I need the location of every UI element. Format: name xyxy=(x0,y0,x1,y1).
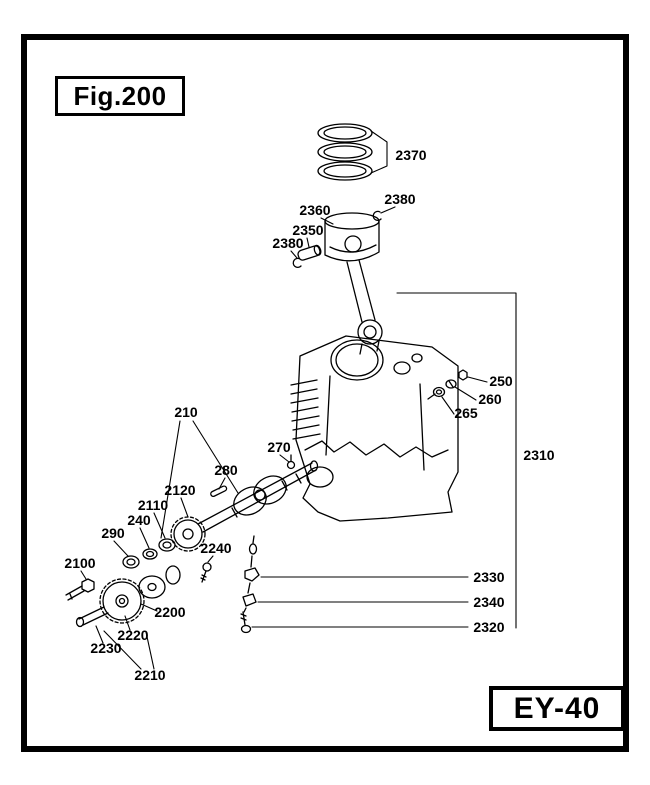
leader-lines xyxy=(80,130,517,670)
camshaft-drawing xyxy=(75,565,181,628)
pin-clip-right-drawing xyxy=(372,210,382,222)
part-label-265: 265 xyxy=(454,405,478,421)
part-label-2320: 2320 xyxy=(473,619,504,635)
part-label-2380-b: 2380 xyxy=(272,235,303,251)
part-label-2120: 2120 xyxy=(164,482,195,498)
part-label-2220: 2220 xyxy=(117,627,148,643)
key-280-drawing xyxy=(210,485,228,498)
part-label-270: 270 xyxy=(267,439,291,455)
connecting-rod-drawing xyxy=(346,259,383,355)
part-label-2210: 2210 xyxy=(134,667,165,683)
figure-number: Fig.200 xyxy=(73,80,167,111)
figure-number-box: Fig.200 xyxy=(55,76,185,116)
cylinder-block-drawing xyxy=(290,335,459,522)
piston-pin-drawing xyxy=(297,244,322,261)
piston-drawing xyxy=(324,212,380,262)
part-label-240: 240 xyxy=(127,512,151,528)
part-label-260: 260 xyxy=(478,391,502,407)
part-label-2200: 2200 xyxy=(154,604,185,620)
part-label-290: 290 xyxy=(101,525,125,541)
part-label-2370: 2370 xyxy=(395,147,426,163)
part-2330-drawing xyxy=(244,567,260,582)
washer-240-drawing xyxy=(142,548,158,560)
crankshaft-drawing xyxy=(197,460,319,533)
part-label-2350: 2350 xyxy=(292,222,323,238)
pin-clip-left-drawing xyxy=(292,257,302,269)
nut-250-drawing xyxy=(458,369,468,381)
part-label-2310: 2310 xyxy=(523,447,554,463)
part-label-2380-a: 2380 xyxy=(384,191,415,207)
part-label-2100: 2100 xyxy=(64,555,95,571)
part-label-210: 210 xyxy=(174,404,198,420)
tappet-chain-drawing xyxy=(243,535,258,613)
cam-gear-2200-drawing xyxy=(99,578,145,624)
washer-290-drawing xyxy=(122,555,140,569)
part-label-2330: 2330 xyxy=(473,569,504,585)
part-label-2230: 2230 xyxy=(90,640,121,656)
part-label-2340: 2340 xyxy=(473,594,504,610)
washer-265-drawing xyxy=(432,386,446,398)
lock-washer-260-drawing xyxy=(445,379,457,389)
bolt-270-drawing xyxy=(286,454,296,470)
bolt-2320-drawing xyxy=(240,611,252,634)
washer-2110-drawing xyxy=(158,538,176,552)
part-label-250: 250 xyxy=(489,373,513,389)
part-label-2110: 2110 xyxy=(138,497,169,513)
part-label-2240: 2240 xyxy=(200,540,231,556)
model-number: EY-40 xyxy=(513,691,601,725)
part-2340-drawing xyxy=(242,593,257,607)
bolt-2100-drawing xyxy=(65,578,95,601)
model-number-box: EY-40 xyxy=(489,686,625,731)
piston-ring-set-drawing xyxy=(317,123,373,181)
part-label-280: 280 xyxy=(214,462,238,478)
part-label-2360: 2360 xyxy=(299,202,330,218)
screw-2240-drawing xyxy=(200,562,212,583)
